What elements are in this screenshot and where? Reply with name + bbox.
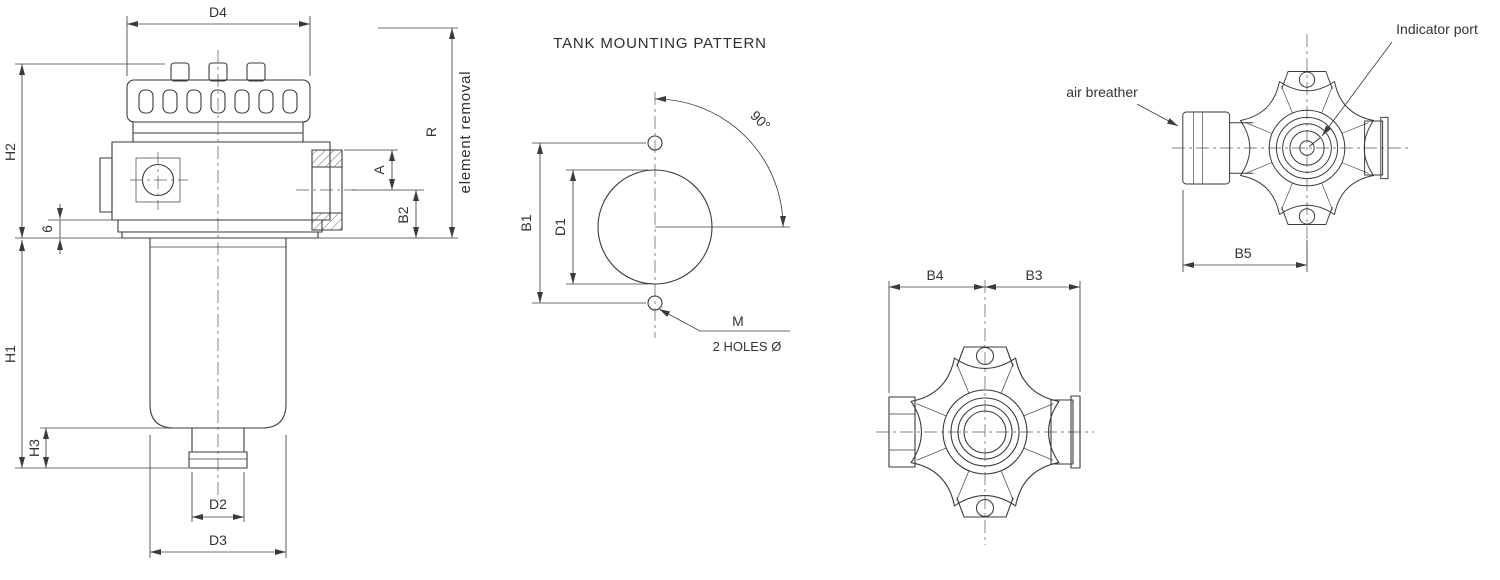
pattern-title: TANK MOUNTING PATTERN <box>553 35 766 52</box>
holes-leader <box>658 308 790 332</box>
dim-label-d2: D2 <box>209 496 227 512</box>
holes-note: 2 HOLES Ø <box>713 339 782 354</box>
angle-label: 90° <box>747 107 773 133</box>
thread-hatch-top <box>311 149 343 168</box>
air-breather-body <box>1182 111 1254 185</box>
label-air-breather: air breather <box>1066 84 1138 100</box>
dim-label-b4: B4 <box>926 267 943 283</box>
filter-head <box>99 141 356 239</box>
dim-label-d4: D4 <box>209 4 227 20</box>
dim-label-d3: D3 <box>209 532 227 548</box>
dim-label-b1: B1 <box>518 214 534 231</box>
thread-hatch-bottom <box>311 212 343 231</box>
dim-label-a: A <box>371 165 387 175</box>
dim-label-h1: H1 <box>2 345 18 363</box>
mounting-hole-bottom <box>647 295 663 311</box>
side-flange <box>888 396 916 468</box>
dim-label-h3: H3 <box>26 439 42 457</box>
filter-bowl <box>149 237 287 429</box>
indicator-gauge <box>1282 123 1332 173</box>
angle-arc <box>654 96 786 228</box>
air-breather-leader <box>1136 103 1179 127</box>
dim-label-b3: B3 <box>1025 267 1042 283</box>
flange-body <box>888 346 1081 518</box>
side-port <box>1364 120 1384 176</box>
dim-label-r: R <box>423 127 439 137</box>
side-port <box>1050 399 1074 465</box>
tank-mounting-pattern: TANK MOUNTING PATTERN 90° B1 D1 M 2 HOLE… <box>518 35 790 354</box>
dim-label-b5: B5 <box>1234 245 1251 261</box>
indicator-port-leader <box>1321 41 1393 137</box>
dim-label-d1: D1 <box>552 218 568 236</box>
label-indicator-port: Indicator port <box>1396 21 1478 37</box>
filter-cap <box>126 62 311 143</box>
dim-label-b2: B2 <box>395 206 411 223</box>
note-element-removal: element removal <box>457 71 474 194</box>
side-view: D4 H2 R element removal A B2 6 <box>2 4 474 558</box>
side-view-dimensions: D4 H2 R element removal A B2 6 <box>2 4 474 558</box>
gauge-needle <box>1309 137 1321 147</box>
flange-body-indicator <box>1182 71 1389 225</box>
top-view-ports: B4 B3 <box>876 267 1094 545</box>
dim-label-h2: H2 <box>2 143 18 161</box>
dim-label-plate: 6 <box>39 225 55 233</box>
top-view-indicator: air breather Indicator port B5 <box>1066 21 1478 272</box>
thread-label: M <box>732 313 744 329</box>
drain-outlet <box>188 427 248 469</box>
